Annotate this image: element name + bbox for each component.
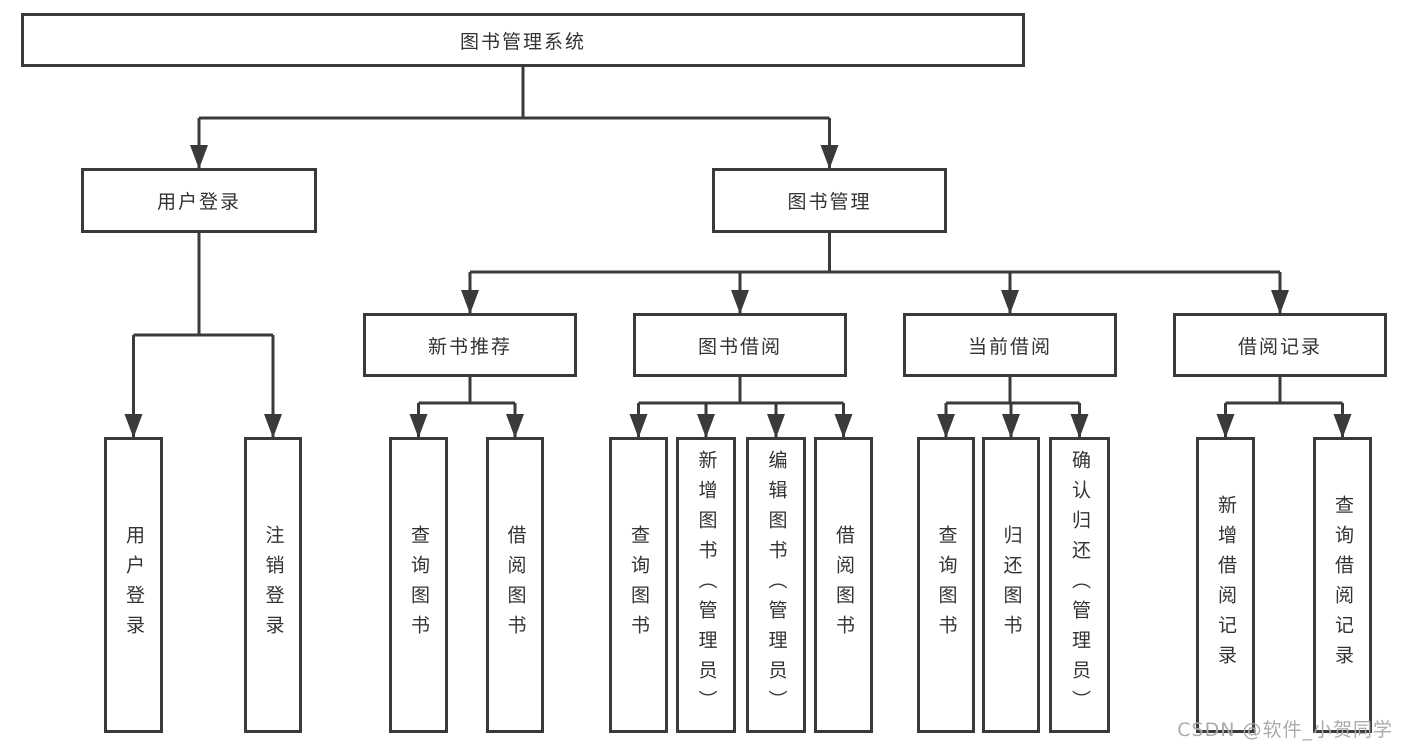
node-bb-edit: 编辑图书（管理员） (746, 437, 806, 733)
node-label: 图书管理系统 (459, 30, 586, 53)
node-label: 新增借阅记录 (1215, 495, 1237, 675)
node-nb-borrow: 借阅图书 (486, 437, 544, 733)
node-label: 归还图书 (1000, 525, 1023, 645)
node-label: 查询图书 (935, 525, 958, 645)
node-book-borrow: 图书借阅 (633, 313, 847, 377)
node-logout-leaf: 注销登录 (244, 437, 302, 733)
node-label: 查询图书 (628, 525, 650, 645)
node-cb-query: 查询图书 (917, 437, 975, 733)
node-label: 借阅图书 (833, 525, 855, 645)
node-label: 借阅记录 (1237, 335, 1322, 358)
node-nb-query: 查询图书 (389, 437, 448, 733)
node-label: 图书借阅 (697, 335, 782, 358)
node-label: 查询借阅记录 (1332, 495, 1354, 675)
node-label: 确认归还（管理员） (1069, 450, 1091, 720)
node-label: 查询图书 (408, 525, 430, 645)
node-current-borrow: 当前借阅 (903, 313, 1117, 377)
node-label: 注销登录 (262, 525, 285, 645)
node-label: 用户登录 (156, 191, 241, 213)
node-bb-query: 查询图书 (609, 437, 668, 733)
node-label: 编辑图书（管理员） (765, 450, 788, 720)
node-user-login: 用户登录 (81, 168, 317, 233)
node-br-query: 查询借阅记录 (1313, 437, 1372, 733)
node-new-book-rec: 新书推荐 (363, 313, 577, 377)
node-borrow-records: 借阅记录 (1173, 313, 1387, 377)
node-label: 借阅图书 (504, 525, 527, 645)
node-label: 新增图书（管理员） (695, 450, 718, 720)
node-label: 当前借阅 (967, 335, 1052, 358)
node-label: 用户登录 (123, 525, 145, 645)
node-book-mgmt: 图书管理 (712, 168, 947, 233)
node-cb-confirm: 确认归还（管理员） (1049, 437, 1110, 733)
node-user-login-leaf: 用户登录 (104, 437, 163, 733)
node-bb-borrow: 借阅图书 (814, 437, 873, 733)
node-br-add: 新增借阅记录 (1196, 437, 1255, 733)
node-label: 新书推荐 (427, 335, 512, 358)
watermark: CSDN @软件_小贺同学 (1177, 719, 1393, 741)
node-label: 图书管理 (787, 191, 872, 213)
connector-line (132, 67, 1344, 437)
node-root: 图书管理系统 (21, 13, 1025, 67)
node-cb-return: 归还图书 (982, 437, 1040, 733)
node-bb-add: 新增图书（管理员） (676, 437, 736, 733)
